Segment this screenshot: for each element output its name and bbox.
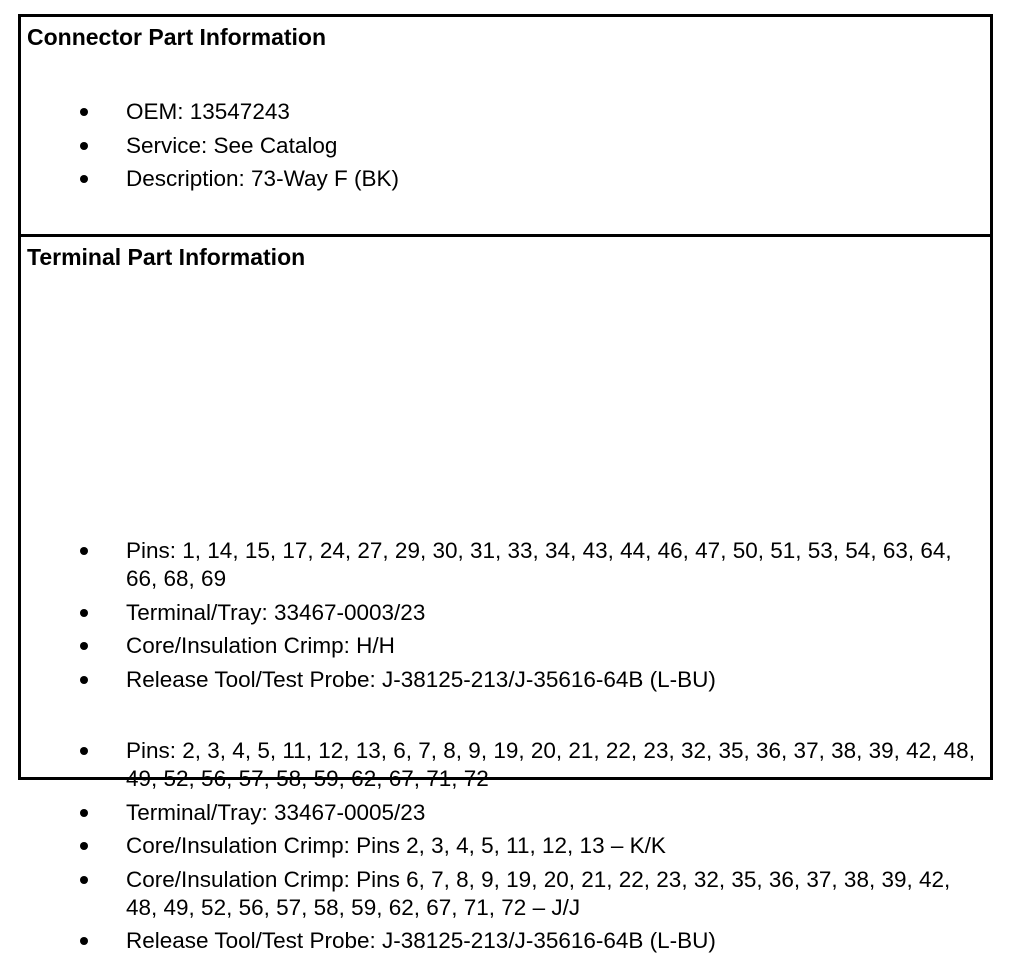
list-item-text: Terminal/Tray: 33467-0003/23 (126, 599, 426, 625)
terminal-group-2-list: Pins: 2, 3, 4, 5, 11, 12, 13, 6, 7, 8, 9… (21, 737, 981, 961)
bullet-icon (80, 642, 88, 650)
list-item: Core/Insulation Crimp: H/H (21, 632, 981, 660)
bullet-icon (80, 675, 88, 684)
list-item-text: Release Tool/Test Probe: J-38125-213/J-3… (126, 928, 716, 953)
list-item: Pins: 2, 3, 4, 5, 11, 12, 13, 6, 7, 8, 9… (21, 737, 981, 793)
terminal-heading: Terminal Part Information (27, 244, 306, 270)
bullet-icon (80, 808, 88, 817)
bullet-icon (80, 608, 88, 617)
bullet-icon (80, 875, 88, 884)
list-item: Terminal/Tray: 33467-0003/23 (21, 599, 981, 627)
connector-section: Connector Part Information OEM: 13547243… (21, 17, 990, 237)
list-item: Service: See Catalog (21, 132, 981, 160)
list-item: Release Tool/Test Probe: J-38125-213/J-3… (21, 927, 981, 955)
list-item-text: Core/Insulation Crimp: Pins 6, 7, 8, 9, … (126, 866, 951, 920)
list-item: Terminal/Tray: 33467-0005/23 (21, 799, 981, 827)
list-item-text: Release Tool/Test Probe: J-38125-213/J-3… (126, 666, 716, 692)
bullet-icon (80, 547, 88, 555)
list-item-text: Core/Insulation Crimp: H/H (126, 633, 395, 658)
list-item-text: Terminal/Tray: 33467-0005/23 (126, 799, 426, 825)
list-item-text: Description: 73-Way F (BK) (126, 166, 399, 191)
terminal-group-1-list: Pins: 1, 14, 15, 17, 24, 27, 29, 30, 31,… (21, 537, 981, 699)
list-item: Pins: 1, 14, 15, 17, 24, 27, 29, 30, 31,… (21, 537, 981, 593)
list-item: Core/Insulation Crimp: Pins 2, 3, 4, 5, … (21, 832, 981, 860)
list-item: OEM: 13547243 (21, 98, 981, 126)
bullet-icon (80, 842, 88, 850)
bullet-icon (80, 175, 88, 183)
bullet-icon (80, 141, 88, 150)
terminal-section: Terminal Part Information Pins: 1, 14, 1… (21, 237, 990, 953)
connector-heading: Connector Part Information (27, 24, 327, 50)
list-item-text: Pins: 1, 14, 15, 17, 24, 27, 29, 30, 31,… (126, 538, 952, 591)
list-item-text: OEM: 13547243 (126, 99, 290, 124)
part-info-table: Connector Part Information OEM: 13547243… (18, 14, 993, 953)
list-item: Description: 73-Way F (BK) (21, 165, 981, 193)
connector-list: OEM: 13547243 Service: See Catalog Descr… (21, 98, 981, 199)
bullet-icon (80, 937, 88, 945)
list-item: Core/Insulation Crimp: Pins 6, 7, 8, 9, … (21, 866, 981, 922)
bullet-icon (80, 108, 88, 116)
list-item-text: Service: See Catalog (126, 132, 338, 158)
bullet-icon (80, 747, 88, 755)
list-item-text: Core/Insulation Crimp: Pins 2, 3, 4, 5, … (126, 833, 666, 858)
list-item: Release Tool/Test Probe: J-38125-213/J-3… (21, 666, 981, 694)
list-item-text: Pins: 2, 3, 4, 5, 11, 12, 13, 6, 7, 8, 9… (126, 738, 975, 791)
